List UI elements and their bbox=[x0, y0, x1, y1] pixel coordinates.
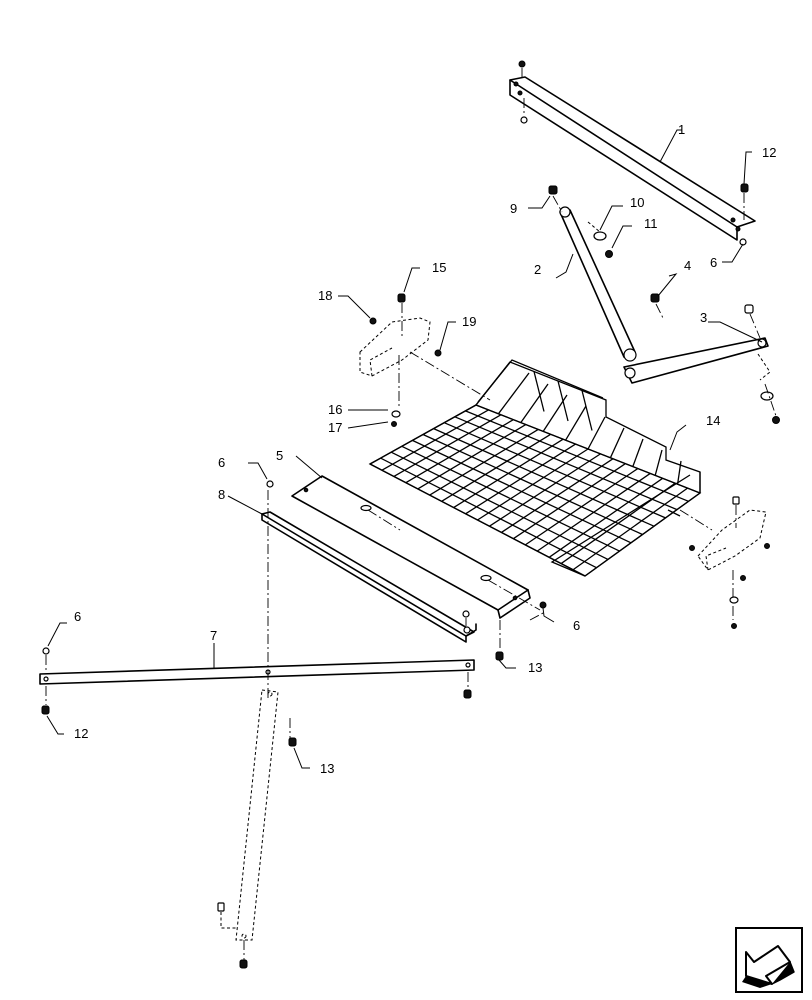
callout-6-upper-right: 6 bbox=[710, 255, 717, 270]
basket-wire bbox=[380, 457, 597, 569]
basket-wire bbox=[401, 445, 620, 552]
basket-wire bbox=[533, 371, 545, 412]
fastener-group-upper-right bbox=[548, 183, 780, 424]
part-14-wire-basket bbox=[368, 359, 702, 577]
basket-wire bbox=[369, 463, 586, 577]
callout-12-upper: 12 bbox=[762, 145, 776, 160]
basket-wire bbox=[609, 427, 625, 459]
basket-wire bbox=[565, 405, 587, 441]
callout-6-center: 6 bbox=[573, 618, 580, 633]
callout-15: 15 bbox=[432, 260, 446, 275]
callout-10: 10 bbox=[630, 195, 644, 210]
part-8-angle-bar bbox=[261, 511, 477, 643]
callout-1: 1 bbox=[678, 122, 685, 137]
part-2-brace-strap bbox=[559, 206, 637, 362]
callout-6-left-lower: 6 bbox=[74, 609, 81, 624]
part-3-brace-strap bbox=[623, 337, 769, 384]
basket-wire bbox=[390, 451, 609, 560]
callout-3: 3 bbox=[700, 310, 707, 325]
callout-7: 7 bbox=[210, 628, 217, 643]
basket-wire bbox=[632, 438, 644, 467]
callout-16: 16 bbox=[328, 402, 342, 417]
callout-13-upper: 13 bbox=[528, 660, 542, 675]
basket-wire bbox=[454, 416, 678, 511]
basket-wire bbox=[497, 372, 530, 415]
basket-wire bbox=[587, 416, 606, 450]
mount-bracket-left bbox=[359, 293, 491, 427]
callout-9: 9 bbox=[510, 201, 517, 216]
bolt-hardware-top-left bbox=[518, 60, 528, 124]
callout-18: 18 bbox=[318, 288, 332, 303]
basket-wire bbox=[433, 428, 655, 527]
callout-leaders bbox=[46, 129, 763, 769]
basket-wire bbox=[412, 439, 632, 544]
callout-12-lower: 12 bbox=[74, 726, 88, 741]
basket-wire bbox=[581, 390, 593, 431]
part-1-support-bar bbox=[509, 76, 756, 241]
part-5-angle-plate bbox=[291, 475, 547, 650]
basket-wire bbox=[443, 422, 666, 519]
callout-19: 19 bbox=[462, 314, 476, 329]
callout-8: 8 bbox=[218, 487, 225, 502]
basket-wire bbox=[475, 361, 511, 406]
callout-4: 4 bbox=[684, 258, 691, 273]
mount-bracket-right bbox=[679, 496, 770, 629]
callout-13-lower: 13 bbox=[320, 761, 334, 776]
callout-2: 2 bbox=[534, 262, 541, 277]
callout-11: 11 bbox=[644, 216, 658, 231]
callout-17: 17 bbox=[328, 420, 342, 435]
callout-labels: 1 2 3 4 5 6 8 6 6 7 9 10 11 12 6 12 13 1… bbox=[74, 122, 776, 776]
callout-6-left-upper: 6 bbox=[218, 455, 225, 470]
basket-wire bbox=[676, 460, 682, 485]
arrow-navigation-icon[interactable] bbox=[735, 927, 803, 993]
basket-wire bbox=[654, 449, 663, 476]
basket-wire bbox=[520, 383, 549, 423]
phantom-leg-strap bbox=[217, 689, 297, 969]
basket-wire bbox=[465, 410, 689, 502]
callout-5: 5 bbox=[276, 448, 283, 463]
part-7-flat-bar bbox=[39, 647, 504, 715]
callout-14: 14 bbox=[706, 413, 720, 428]
basket-wire bbox=[422, 433, 643, 536]
basket-wire bbox=[557, 380, 569, 422]
centerline-vertical-left bbox=[266, 480, 274, 700]
